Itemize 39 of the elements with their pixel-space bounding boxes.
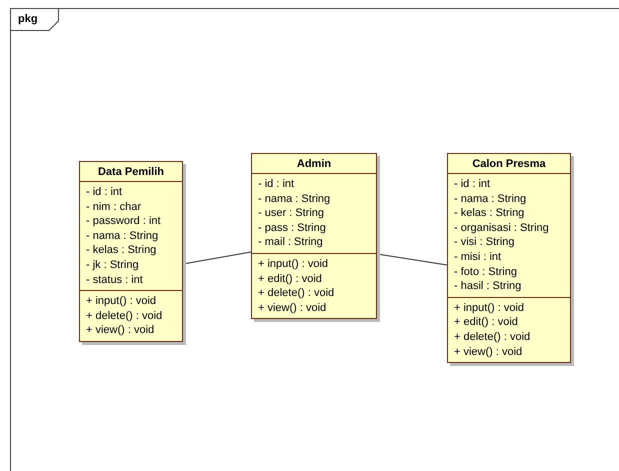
attribute-text: - nim : char <box>86 200 142 214</box>
attribute-text: - password : int <box>86 214 162 229</box>
operation-text: + delete() : void <box>258 286 336 301</box>
attribute-text: - hasil : String <box>454 279 522 294</box>
class-name: Data Pemilih <box>98 166 164 178</box>
attribute-text: - id : int <box>258 177 296 192</box>
attribute-text: - nama : String <box>454 192 528 206</box>
attribute-text: - jk : String <box>86 258 140 273</box>
attribute-text: - visi : String <box>454 235 516 250</box>
frame-label: pkg <box>18 13 38 25</box>
attribute-text: - kelas : String <box>454 206 526 221</box>
attribute-text: - user : String <box>258 206 326 221</box>
class-box <box>251 153 377 320</box>
operation-text: + input() : void <box>454 300 526 316</box>
attribute-text: - id : int <box>454 177 492 192</box>
attribute-text: - status : int <box>86 272 144 288</box>
class-box <box>447 153 571 364</box>
attribute-text: - mail : String <box>258 235 324 250</box>
operation-text: + view() : void <box>258 300 328 316</box>
attribute-text: - foto : String <box>454 264 518 280</box>
attribute-text: - organisasi : String <box>454 220 550 236</box>
attribute-text: - nama : String <box>258 192 332 206</box>
attribute-text: - nama : String <box>86 228 160 244</box>
attribute-text: - misi : int <box>454 250 502 265</box>
operation-text: + view() : void <box>454 344 524 360</box>
attribute-text: - id : int <box>86 185 124 200</box>
operation-text: + edit() : void <box>258 272 323 286</box>
class-box <box>79 161 183 342</box>
class-name: Calon Presma <box>472 158 546 170</box>
operation-text: + delete() : void <box>86 308 164 324</box>
attribute-text: - kelas : String <box>86 243 158 258</box>
package-frame <box>10 8 619 471</box>
attribute-text: - pass : String <box>258 220 327 236</box>
operation-text: + input() : void <box>258 256 330 272</box>
class-name: Admin <box>296 158 332 170</box>
operation-text: + edit() : void <box>454 315 519 330</box>
operation-text: + view() : void <box>86 323 156 338</box>
operation-text: + input() : void <box>86 294 158 309</box>
operation-text: + delete() : void <box>454 330 532 345</box>
